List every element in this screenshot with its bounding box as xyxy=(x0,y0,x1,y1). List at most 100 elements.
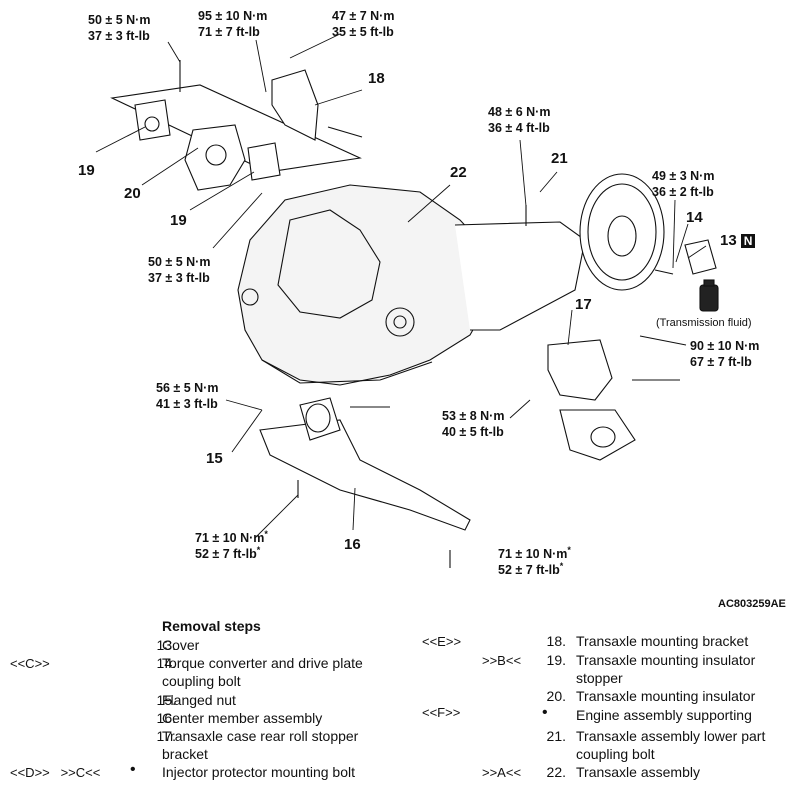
step-item: <<E>> 18. Transaxle mounting bracket xyxy=(410,632,810,650)
step-text: Cover xyxy=(162,637,200,653)
torque-nm: 50 ± 5 N·m xyxy=(88,13,151,27)
step-mark: >>A<< xyxy=(482,765,522,780)
torque-ftlb: 71 ± 7 ft-lb xyxy=(198,25,260,39)
torque-spec-2: 95 ± 10 N·m 71 ± 7 ft-lb xyxy=(198,8,267,40)
callout-18: 18 xyxy=(368,70,385,87)
asterisk-mark: * xyxy=(567,544,571,555)
step-item: 15. Flanged nut xyxy=(0,691,400,709)
step-number: 15. xyxy=(156,692,176,708)
step-number: 18. xyxy=(546,633,566,649)
torque-nm: 48 ± 6 N·m xyxy=(488,105,551,119)
callout-13-badge: N xyxy=(740,234,756,248)
torque-spec-5: 49 ± 3 N·m 36 ± 2 ft-lb xyxy=(652,168,714,200)
torque-spec-9: 53 ± 8 N·m 40 ± 5 ft-lb xyxy=(442,408,504,440)
step-number: 16. xyxy=(156,710,176,726)
step-text: Torque converter and drive plate couplin… xyxy=(162,655,363,689)
callout-21: 21 xyxy=(551,150,568,167)
center-member xyxy=(259,419,471,531)
step-number: 21. xyxy=(546,728,566,744)
step-mark: <<D>> >>C<< xyxy=(10,765,101,780)
exploded-diagram xyxy=(95,33,719,568)
step-text: Transaxle assembly lower part coupling b… xyxy=(576,728,766,762)
cover-part xyxy=(684,239,717,275)
step-item: >>B<< 19. Transaxle mounting insulator s… xyxy=(410,651,810,687)
torque-nm: 53 ± 8 N·m xyxy=(442,409,505,423)
roll-stopper-bracket xyxy=(547,339,613,401)
bullet-icon: • xyxy=(130,761,136,778)
transaxle-housing xyxy=(237,184,491,386)
asterisk-mark: * xyxy=(559,560,564,571)
drive-plate xyxy=(579,173,665,291)
torque-ftlb: 36 ± 2 ft-lb xyxy=(652,185,714,199)
callout-13-number: 13 xyxy=(720,232,737,249)
callout-17: 17 xyxy=(575,296,592,313)
torque-nm: 95 ± 10 N·m xyxy=(198,9,268,23)
step-text: Center member assembly xyxy=(162,710,323,726)
torque-nm: 47 ± 7 N·m xyxy=(332,9,395,23)
callout-15: 15 xyxy=(206,450,223,467)
step-item: <<F>> • Engine assembly supporting xyxy=(410,704,810,724)
asterisk-mark: * xyxy=(264,528,268,539)
step-item: 16. Center member assembly xyxy=(0,709,400,727)
step-item: 20. Transaxle mounting insulator xyxy=(410,687,810,705)
torque-spec-11: 71 ± 10 N·m* 52 ± 7 ft-lb* xyxy=(498,544,571,578)
step-text: Engine assembly supporting xyxy=(576,707,752,723)
torque-ftlb: 52 ± 7 ft-lb xyxy=(195,547,257,561)
mount-bracket xyxy=(271,69,319,141)
step-mark: <<F>> xyxy=(422,705,461,720)
step-text: Flanged nut xyxy=(162,692,236,708)
transaxle-bell xyxy=(454,221,586,331)
step-text: Transaxle case rear roll stopper bracket xyxy=(162,728,359,762)
torque-spec-7: 90 ± 10 N·m 67 ± 7 ft-lb xyxy=(690,338,759,370)
step-item: 17. Transaxle case rear roll stopper bra… xyxy=(0,727,400,763)
step-text: Transaxle mounting bracket xyxy=(576,633,749,649)
step-number: 17. xyxy=(156,728,176,744)
step-text: Transaxle assembly xyxy=(576,764,700,780)
torque-ftlb: 35 ± 5 ft-lb xyxy=(332,25,394,39)
fluid-label: (Transmission fluid) xyxy=(656,317,752,329)
torque-nm: 90 ± 10 N·m xyxy=(690,339,760,353)
torque-nm: 56 ± 5 N·m xyxy=(156,381,219,395)
step-text: Injector protector mounting bolt xyxy=(162,764,355,780)
step-number: 22. xyxy=(546,764,566,780)
torque-ftlb: 67 ± 7 ft-lb xyxy=(690,355,752,369)
step-mark: <<E>> xyxy=(422,634,462,649)
torque-ftlb: 40 ± 5 ft-lb xyxy=(442,425,504,439)
callout-19-upper: 19 xyxy=(78,162,95,179)
step-text: Transaxle mounting insulator stopper xyxy=(576,652,756,686)
step-item: 13. Cover xyxy=(0,636,400,654)
torque-nm: 49 ± 3 N·m xyxy=(652,169,715,183)
torque-spec-3: 47 ± 7 N·m 35 ± 5 ft-lb xyxy=(332,8,394,40)
torque-ftlb: 52 ± 7 ft-lb xyxy=(498,563,560,577)
step-item: <<C>> 14. Torque converter and drive pla… xyxy=(0,654,400,690)
torque-spec-10: 71 ± 10 N·m* 52 ± 7 ft-lb* xyxy=(195,528,268,562)
torque-nm: 71 ± 10 N·m xyxy=(498,547,568,561)
step-item: >>A<< 22. Transaxle assembly xyxy=(410,763,810,781)
torque-ftlb: 41 ± 3 ft-lb xyxy=(156,397,218,411)
torque-ftlb: 37 ± 3 ft-lb xyxy=(148,271,210,285)
callout-20: 20 xyxy=(124,185,141,202)
step-item: <<D>> >>C<< • Injector protector mountin… xyxy=(0,761,400,781)
torque-ftlb: 37 ± 3 ft-lb xyxy=(88,29,150,43)
asterisk-mark: * xyxy=(256,544,261,555)
step-mark: <<C>> xyxy=(10,656,50,671)
step-text: Transaxle mounting insulator xyxy=(576,688,756,704)
callout-22: 22 xyxy=(450,164,467,181)
step-number: 20. xyxy=(546,688,566,704)
torque-ftlb: 36 ± 4 ft-lb xyxy=(488,121,550,135)
torque-spec-8: 56 ± 5 N·m 41 ± 3 ft-lb xyxy=(156,380,218,412)
torque-nm: 71 ± 10 N·m xyxy=(195,531,265,545)
bullet-icon: • xyxy=(542,704,548,721)
torque-spec-4: 48 ± 6 N·m 36 ± 4 ft-lb xyxy=(488,104,550,136)
callout-16: 16 xyxy=(344,536,361,553)
step-number: 19. xyxy=(546,652,566,668)
removal-heading: Removal steps xyxy=(162,618,261,634)
step-mark: >>B<< xyxy=(482,653,522,668)
step-item: 21. Transaxle assembly lower part coupli… xyxy=(410,727,810,763)
callout-14: 14 xyxy=(686,209,703,226)
torque-spec-1: 50 ± 5 N·m 37 ± 3 ft-lb xyxy=(88,12,150,44)
callout-19-lower: 19 xyxy=(170,212,187,229)
mount-insulator xyxy=(184,124,246,191)
